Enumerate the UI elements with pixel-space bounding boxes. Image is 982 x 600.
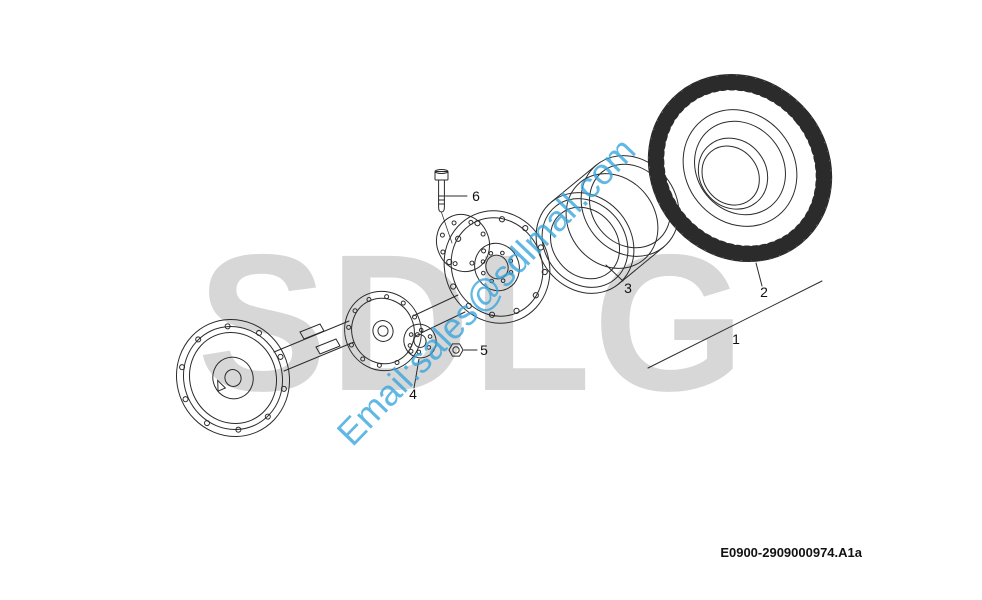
output-flange	[403, 323, 437, 359]
nut-part	[448, 343, 464, 357]
callout-label-2: 2	[760, 284, 768, 300]
hub-logo-triangle	[217, 379, 227, 392]
leader-line-4	[413, 358, 420, 389]
callout-label-3: 3	[624, 280, 632, 296]
spring-pad	[315, 338, 341, 355]
callout-label-1: 1	[732, 331, 740, 347]
axle-assembly	[175, 210, 551, 438]
leader-lines	[413, 195, 823, 389]
right-brake-drum	[443, 210, 551, 324]
callout-label-4: 4	[409, 386, 417, 402]
axle-tube-left	[273, 320, 355, 372]
differential-flange	[344, 290, 422, 372]
doc-code: E0900-2909000974.A1a	[720, 545, 862, 560]
tire	[647, 73, 833, 263]
bolt-part	[434, 169, 453, 244]
wheel-rim	[535, 155, 680, 294]
callout-label-5: 5	[480, 342, 488, 358]
left-wheel-hub	[175, 318, 291, 438]
leader-line-1	[647, 280, 823, 369]
leader-line-2	[755, 262, 763, 287]
leader-line-3	[605, 264, 624, 282]
axle-tube-right	[412, 294, 466, 334]
spring-pad	[299, 323, 325, 340]
callout-label-6: 6	[472, 188, 480, 204]
brand-watermark: SDLG	[197, 214, 747, 432]
